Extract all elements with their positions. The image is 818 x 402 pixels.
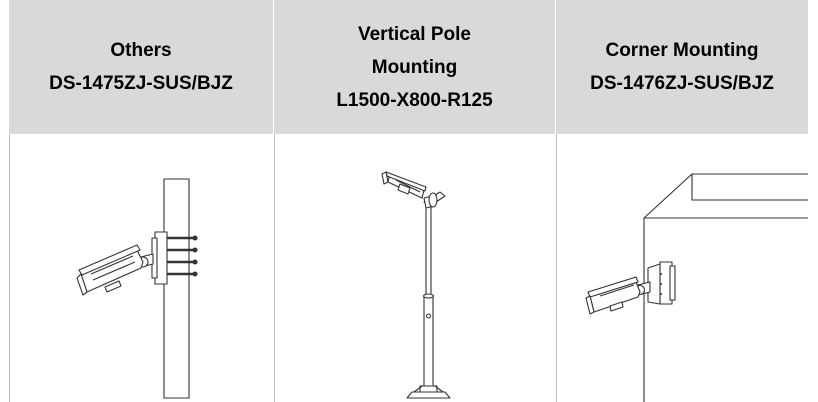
header-title: Corner Mounting bbox=[605, 40, 759, 61]
cell-divider bbox=[556, 134, 557, 402]
header-corner-mounting: Corner Mounting DS-1476ZJ-SUS/BJZ bbox=[556, 0, 808, 134]
camera-vertical-pole-icon bbox=[274, 134, 556, 402]
header-model: L1500-X800-R125 bbox=[336, 89, 493, 111]
camera-corner-mount-icon bbox=[556, 134, 808, 402]
header-title-cont: Mounting bbox=[371, 56, 458, 78]
header-model: DS-1475ZJ-SUS/BJZ bbox=[49, 73, 233, 94]
header-others: Others DS-1475ZJ-SUS/BJZ bbox=[9, 0, 274, 134]
header-vertical-pole: Vertical Pole Mounting L1500-X800-R125 bbox=[274, 0, 556, 134]
camera-pipe-mount-icon bbox=[9, 134, 274, 402]
mounting-table: Others DS-1475ZJ-SUS/BJZ Vertical Pole M… bbox=[9, 0, 808, 402]
header-title: Others bbox=[110, 40, 172, 61]
cell-border-left bbox=[9, 134, 10, 402]
cell-divider bbox=[274, 134, 275, 402]
header-model: DS-1476ZJ-SUS/BJZ bbox=[590, 73, 774, 94]
header-title: Vertical Pole bbox=[357, 23, 471, 45]
